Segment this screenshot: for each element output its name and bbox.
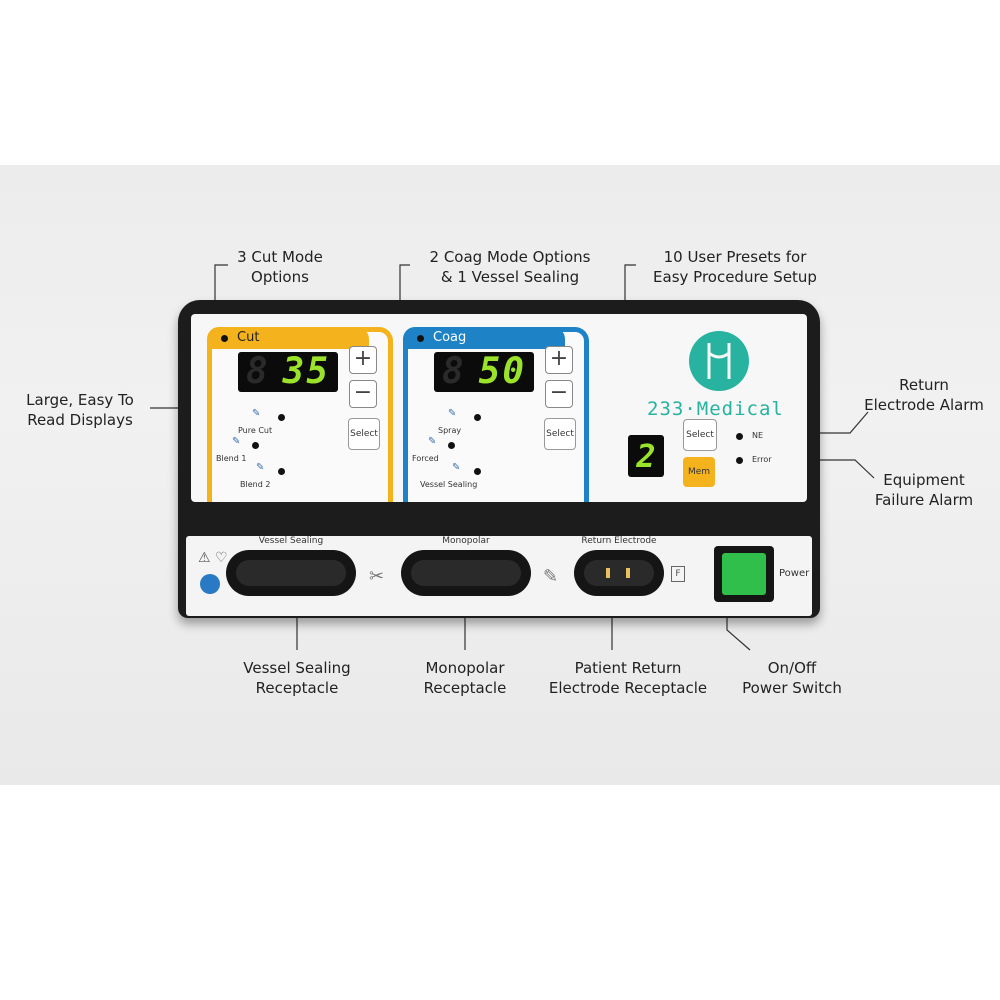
return-port-label: Return Electrode <box>581 536 657 546</box>
power-label: Power <box>779 568 810 579</box>
f-type-icon: F <box>671 566 685 582</box>
pen-icon: ✎ <box>252 408 261 419</box>
mode-pure-cut: Pure Cut <box>238 426 273 435</box>
pen-icon: ✎ <box>232 436 241 447</box>
error-led <box>736 457 743 464</box>
pure-cut-led <box>278 414 285 421</box>
cut-minus-button[interactable]: − <box>349 380 377 408</box>
cut-title: Cut <box>237 330 260 345</box>
vessel-port-label: Vessel Sealing <box>258 536 324 546</box>
mode-forced: Forced <box>412 454 439 463</box>
vessel-sealing-led <box>474 468 481 475</box>
pen-icon: ✎ <box>256 462 265 473</box>
cut-plus-button[interactable]: + <box>349 346 377 374</box>
coag-minus-button[interactable]: − <box>545 380 573 408</box>
brand-logo-icon <box>689 331 749 391</box>
blend1-led <box>252 442 259 449</box>
cut-select-button[interactable]: Select <box>348 418 380 450</box>
coag-display-value: 50 <box>478 351 526 392</box>
cut-indicator-icon <box>221 335 228 342</box>
power-rocker[interactable] <box>722 553 766 595</box>
alarm-ne-label: NE <box>752 431 764 440</box>
coag-indicator-icon <box>417 335 424 342</box>
mode-blend-2: Blend 2 <box>240 480 271 489</box>
preset-mem-button[interactable]: Mem <box>683 457 715 487</box>
return-pin <box>626 568 630 578</box>
coag-select-button[interactable]: Select <box>544 418 576 450</box>
blend2-led <box>278 468 285 475</box>
cut-display-value: 35 <box>282 351 330 392</box>
connector-panel: ⚠ ♡ Vessel Sealing ✂ Monopolar ✎ Return … <box>186 536 812 616</box>
pencil-probe-icon: ✎ <box>543 566 559 587</box>
pen-icon: ✎ <box>452 462 461 473</box>
preset-display: 2 <box>628 435 664 477</box>
return-electrode-receptacle[interactable] <box>574 550 664 596</box>
pen-icon: ✎ <box>428 436 437 447</box>
coag-tab: Coag <box>403 327 565 349</box>
coag-title: Coag <box>433 330 467 345</box>
return-pin <box>606 568 610 578</box>
ne-led <box>736 433 743 440</box>
manual-icon <box>200 574 220 594</box>
mono-port-label: Monopolar <box>442 536 490 546</box>
vessel-sealing-receptacle[interactable] <box>226 550 356 596</box>
forced-led <box>448 442 455 449</box>
monopolar-receptacle[interactable] <box>401 550 531 596</box>
mode-blend-1: Blend 1 <box>216 454 247 463</box>
warning-icon: ⚠ ♡ <box>198 550 228 566</box>
cut-tab: Cut <box>207 327 369 349</box>
forceps-icon: ✂ <box>369 566 385 587</box>
annotation-coag-modes: 2 Coag Mode Options& 1 Vessel Sealing <box>429 248 591 286</box>
pen-icon: ✎ <box>448 408 457 419</box>
mode-spray: Spray <box>438 426 462 435</box>
preset-select-button[interactable]: Select <box>683 419 717 451</box>
spray-led <box>474 414 481 421</box>
coag-plus-button[interactable]: + <box>545 346 573 374</box>
brand-name: 233·Medical <box>647 398 784 420</box>
alarm-error-label: Error <box>752 455 772 464</box>
power-switch[interactable] <box>714 546 774 602</box>
mode-vessel-sealing: Vessel Sealing <box>420 480 478 489</box>
